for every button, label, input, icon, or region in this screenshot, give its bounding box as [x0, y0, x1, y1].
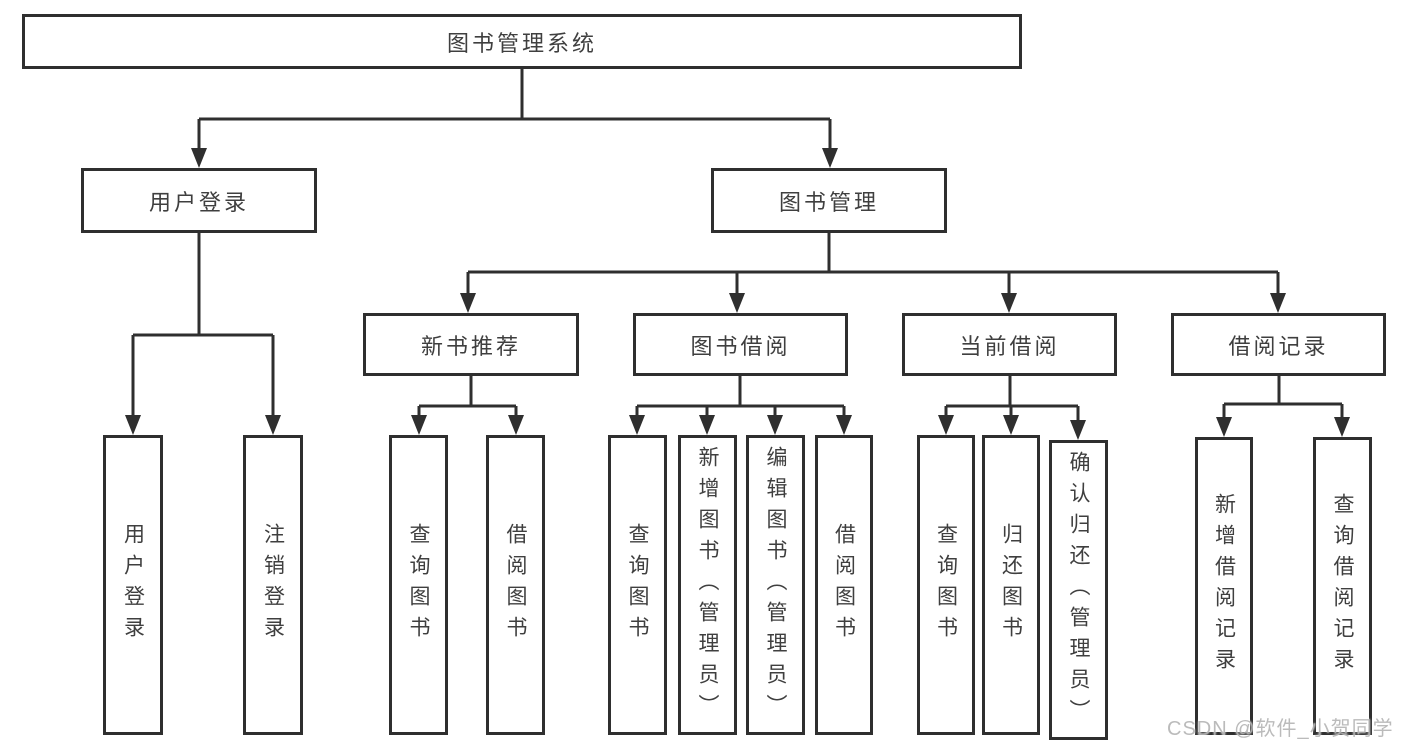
node-leaf-add-borrow-record: 新增借阅记录 — [1195, 437, 1253, 735]
node-borrow-records: 借阅记录 — [1171, 313, 1386, 376]
node-user-login: 用户登录 — [81, 168, 317, 233]
node-leaf-borrow-book: 借阅图书 — [815, 435, 873, 735]
watermark: CSDN @软件_小贺同学 — [1167, 718, 1394, 740]
arrowhead — [822, 148, 838, 168]
arrowhead — [938, 415, 954, 435]
node-leaf-query-book-borrow: 查询图书 — [608, 435, 667, 735]
arrowhead — [265, 415, 281, 435]
arrowhead — [1270, 293, 1286, 313]
node-leaf-add-book-admin: 新增图书（管理员） — [678, 435, 737, 735]
node-leaf-confirm-return-admin: 确认归还（管理员） — [1049, 440, 1108, 740]
node-book-management: 图书管理 — [711, 168, 947, 233]
node-leaf-query-book-current-label: 查询图书 — [934, 523, 958, 647]
node-borrow-records-label: 借阅记录 — [1228, 333, 1329, 359]
connector-borrowrecords-to-leaves — [1222, 376, 1344, 420]
arrowhead — [460, 293, 476, 313]
node-book-borrow-label: 图书借阅 — [690, 333, 791, 359]
arrowhead — [1003, 415, 1019, 435]
node-leaf-borrow-book-label: 借阅图书 — [832, 523, 856, 647]
node-leaf-query-book-current: 查询图书 — [917, 435, 975, 735]
node-leaf-add-book-admin-label: 新增图书（管理员） — [696, 445, 719, 725]
arrowhead — [1001, 293, 1017, 313]
node-leaf-user-login: 用户登录 — [103, 435, 163, 735]
arrowhead — [1070, 420, 1086, 440]
node-new-book-recommend: 新书推荐 — [363, 313, 579, 376]
node-leaf-logout-label: 注销登录 — [261, 523, 285, 647]
node-leaf-add-borrow-record-label: 新增借阅记录 — [1212, 493, 1236, 679]
node-leaf-edit-book-admin: 编辑图书（管理员） — [746, 435, 805, 735]
node-leaf-return-book: 归还图书 — [982, 435, 1040, 735]
arrowhead — [1216, 417, 1232, 437]
node-leaf-query-book-recommend: 查询图书 — [389, 435, 448, 735]
arrowhead — [125, 415, 141, 435]
arrowhead — [836, 415, 852, 435]
node-leaf-edit-book-admin-label: 编辑图书（管理员） — [764, 445, 787, 725]
arrowhead — [508, 415, 524, 435]
node-current-borrow-label: 当前借阅 — [959, 333, 1060, 359]
node-book-management-label: 图书管理 — [778, 189, 879, 215]
arrowhead — [1334, 417, 1350, 437]
node-book-borrow: 图书借阅 — [633, 313, 848, 376]
arrowhead — [699, 415, 715, 435]
node-leaf-borrow-book-recommend: 借阅图书 — [486, 435, 545, 735]
node-leaf-query-borrow-record: 查询借阅记录 — [1313, 437, 1372, 735]
node-root-label: 图书管理系统 — [446, 30, 597, 56]
node-current-borrow: 当前借阅 — [902, 313, 1117, 376]
arrowhead — [629, 415, 645, 435]
node-leaf-user-login-label: 用户登录 — [121, 523, 145, 647]
arrowhead — [411, 415, 427, 435]
arrowhead — [729, 293, 745, 313]
arrowhead — [767, 415, 783, 435]
node-leaf-query-book-recommend-label: 查询图书 — [407, 523, 430, 647]
connector-bookmgmt-to-level3 — [466, 233, 1280, 295]
node-root: 图书管理系统 — [22, 14, 1022, 69]
connector-root-to-level2 — [197, 69, 832, 150]
node-leaf-logout: 注销登录 — [243, 435, 303, 735]
node-leaf-return-book-label: 归还图书 — [999, 523, 1023, 647]
arrowhead — [191, 148, 207, 168]
node-leaf-query-borrow-record-label: 查询借阅记录 — [1331, 493, 1354, 679]
node-leaf-query-book-borrow-label: 查询图书 — [626, 523, 649, 647]
node-new-book-recommend-label: 新书推荐 — [420, 333, 521, 359]
node-user-login-label: 用户登录 — [148, 189, 249, 215]
connector-userlogin-to-leaves — [131, 232, 275, 417]
connector-bookborrow-to-leaves — [635, 376, 846, 418]
node-leaf-borrow-book-recommend-label: 借阅图书 — [504, 523, 527, 647]
connector-newbookrec-to-leaves — [417, 376, 518, 418]
node-leaf-confirm-return-admin-label: 确认归还（管理员） — [1067, 450, 1090, 730]
connector-currentborrow-to-leaves — [944, 376, 1080, 423]
